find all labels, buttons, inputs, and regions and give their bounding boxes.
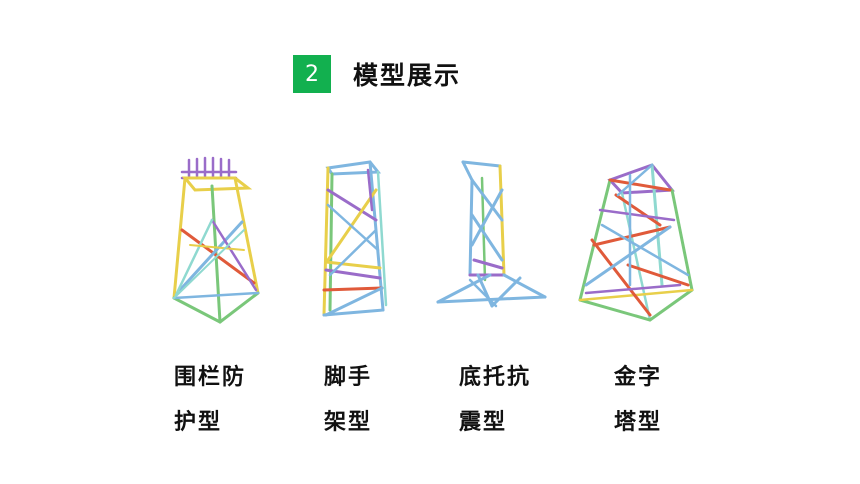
section-number-badge: 2	[293, 55, 331, 93]
model-label-scaffold: 脚手架型	[324, 364, 373, 435]
base-support-seismic-tower-model-icon	[436, 160, 547, 308]
model-label-base-seismic: 底托抗震型	[459, 364, 532, 435]
model-label-pyramid: 金字塔型	[614, 364, 663, 435]
pyramid-tower-model-icon	[578, 163, 694, 322]
model-label-fence-protection: 围栏防护型	[174, 364, 247, 435]
fence-protection-tower-model-icon	[172, 156, 260, 324]
section-title: 模型展示	[353, 61, 462, 90]
scaffold-tower-model-icon	[322, 160, 388, 317]
section-header: 2 模型展示	[293, 55, 461, 93]
